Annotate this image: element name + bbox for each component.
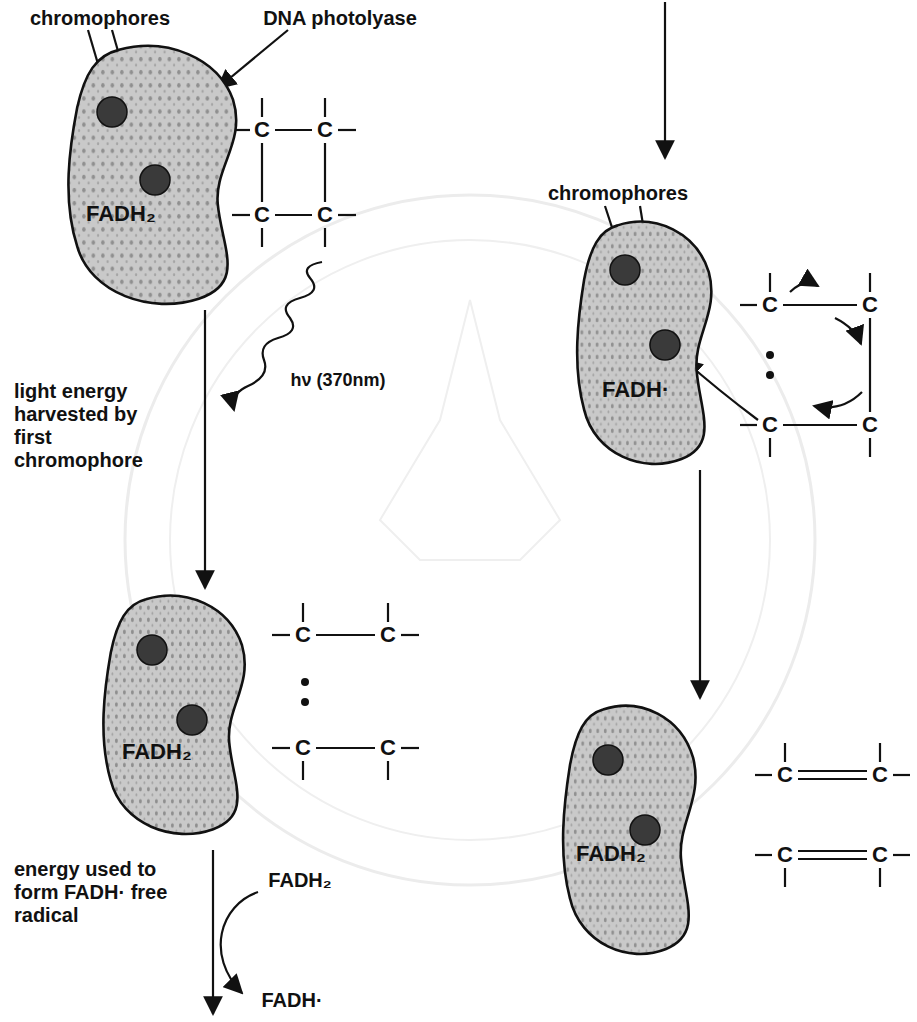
carbon-atom: C xyxy=(762,292,778,317)
chromophore-dot xyxy=(177,705,207,735)
annotation-label: chromophores xyxy=(548,182,688,205)
enzyme-blob: FADH₂ xyxy=(558,702,708,954)
enzyme-outline xyxy=(558,702,708,954)
carbon-atom: C xyxy=(872,842,888,867)
carbon-atom: C xyxy=(777,762,793,787)
enzyme-outline xyxy=(98,592,258,834)
carbon-atom: C xyxy=(862,412,878,437)
carbon-atom: C xyxy=(317,202,333,227)
annotation-label: chromophores xyxy=(30,7,170,30)
chromophore-dot xyxy=(97,97,127,127)
annotation-label: hν (370nm) xyxy=(290,370,385,391)
cofactor-label: FADH₂ xyxy=(122,740,192,764)
chromophore-dot xyxy=(140,165,170,195)
blob-shape xyxy=(103,596,244,834)
annotation-label: DNA photolyase xyxy=(263,7,417,30)
reaction-arrow xyxy=(699,470,701,698)
carbon-atom: C xyxy=(380,735,396,760)
reaction-arrow xyxy=(204,310,206,588)
annotation-label: energy used to form FADH· free radical xyxy=(14,858,194,927)
carbon-atom: C xyxy=(777,842,793,867)
annotation-label: FADH· xyxy=(261,989,322,1012)
enzyme-blob: FADH· xyxy=(572,218,724,464)
carbon-atom: C xyxy=(317,117,333,142)
carbon-atom: C xyxy=(862,292,878,317)
blob-shape xyxy=(563,706,695,954)
annotation-label: light energy harvested by first chromoph… xyxy=(14,380,164,472)
chromophore-dot xyxy=(593,745,623,775)
blob-shape xyxy=(577,222,711,464)
carbon-atom: C xyxy=(254,117,270,142)
carbon-atom: C xyxy=(295,622,311,647)
carbon-atom: C xyxy=(380,622,396,647)
cofactor-label: FADH₂ xyxy=(86,202,156,226)
annotation-label: FADH₂ xyxy=(268,869,331,892)
enzyme-outline xyxy=(62,42,252,304)
chromophore-dot xyxy=(630,815,660,845)
carbon-atom: C xyxy=(762,412,778,437)
enzyme-outline xyxy=(572,218,724,464)
chromophore-dot xyxy=(137,635,167,665)
cofactor-label: FADH₂ xyxy=(576,842,646,866)
carbon-atom: C xyxy=(872,762,888,787)
blob-shape xyxy=(68,46,236,304)
carbon-atom: C xyxy=(254,202,270,227)
cofactor-label: FADH· xyxy=(602,378,669,402)
enzyme-blob: FADH₂ xyxy=(98,592,258,834)
chromophore-dot xyxy=(610,255,640,285)
enzyme-blob: FADH₂ xyxy=(62,42,252,304)
chromophore-dot xyxy=(650,330,680,360)
carbon-atom: C xyxy=(295,735,311,760)
